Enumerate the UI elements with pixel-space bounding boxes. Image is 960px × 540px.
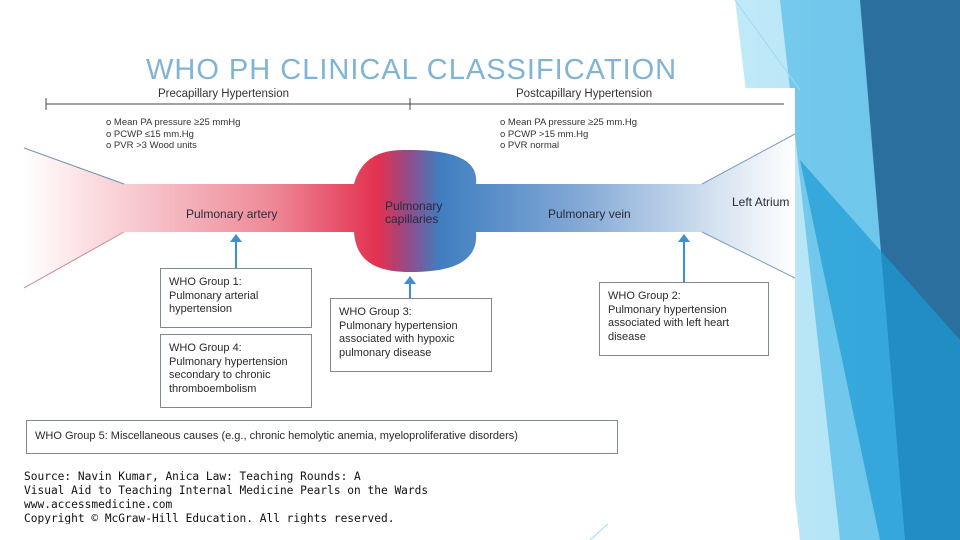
vessel-diagram [24, 98, 795, 298]
vessel-outline-bottom [24, 231, 125, 289]
precapillary-criteria: o Mean PA pressure ≥25 mmHg o PCWP ≤15 m… [106, 117, 240, 152]
precapillary-header: Precapillary Hypertension [158, 88, 290, 100]
deco-line [589, 521, 611, 540]
vessel-outline-right-bottom [701, 231, 795, 279]
source-line: Visual Aid to Teaching Internal Medicine… [24, 484, 429, 497]
deco-line [734, 0, 801, 91]
slide-title: WHO PH CLINICAL CLASSIFICATION [146, 54, 678, 86]
pulmonary-artery-label: Pulmonary artery [186, 207, 278, 221]
criteria-item: o Mean PA pressure ≥25 mmHg [106, 117, 241, 128]
criteria-item: o PCWP ≤15 mm.Hg [106, 128, 194, 140]
source-line: Copyright © McGraw-Hill Education. All r… [24, 512, 395, 524]
vessel-outline-right-top [701, 133, 795, 185]
left-atrium-label: Left Atrium [732, 195, 790, 209]
arrow-group1 [230, 234, 242, 268]
criteria-item: o PVR normal [500, 140, 560, 151]
criteria-item: o PCWP >15 mm.Hg [500, 128, 589, 140]
criteria-item: o Mean PA pressure ≥25 mm.Hg [500, 117, 638, 128]
vessel-shape [24, 134, 795, 288]
pulmonary-vein-label: Pulmonary vein [548, 207, 631, 221]
postcapillary-criteria: o Mean PA pressure ≥25 mm.Hg o PCWP >15 … [500, 117, 637, 152]
who-group1-box: WHO Group 1: Pulmonary arterial hyperten… [160, 268, 312, 328]
pulmonary-capillaries-label: Pulmonary capillaries [385, 199, 443, 226]
who-group3-box: WHO Group 3: Pulmonary hypertension asso… [330, 298, 492, 372]
who-group4-box: WHO Group 4: Pulmonary hypertension seco… [160, 334, 312, 408]
arrow-group2 [678, 234, 690, 282]
arrow-group3 [404, 276, 416, 298]
source-citation: Source: Navin Kumar, Anica Law: Teaching… [24, 470, 428, 524]
deco-accent-band [800, 160, 960, 540]
who-group5-box: WHO Group 5: Miscellaneous causes (e.g.,… [26, 420, 618, 454]
classification-figure: Precapillary Hypertension Postcapillary … [24, 88, 795, 524]
who-group2-box: WHO Group 2: Pulmonary hypertension asso… [599, 282, 769, 356]
vessel-outline-top [24, 147, 125, 185]
postcapillary-header: Postcapillary Hypertension [516, 88, 653, 100]
source-line: www.accessmedicine.com [24, 498, 173, 511]
criteria-item: o PVR >3 Wood units [106, 140, 197, 151]
source-line: Source: Navin Kumar, Anica Law: Teaching… [24, 470, 361, 483]
